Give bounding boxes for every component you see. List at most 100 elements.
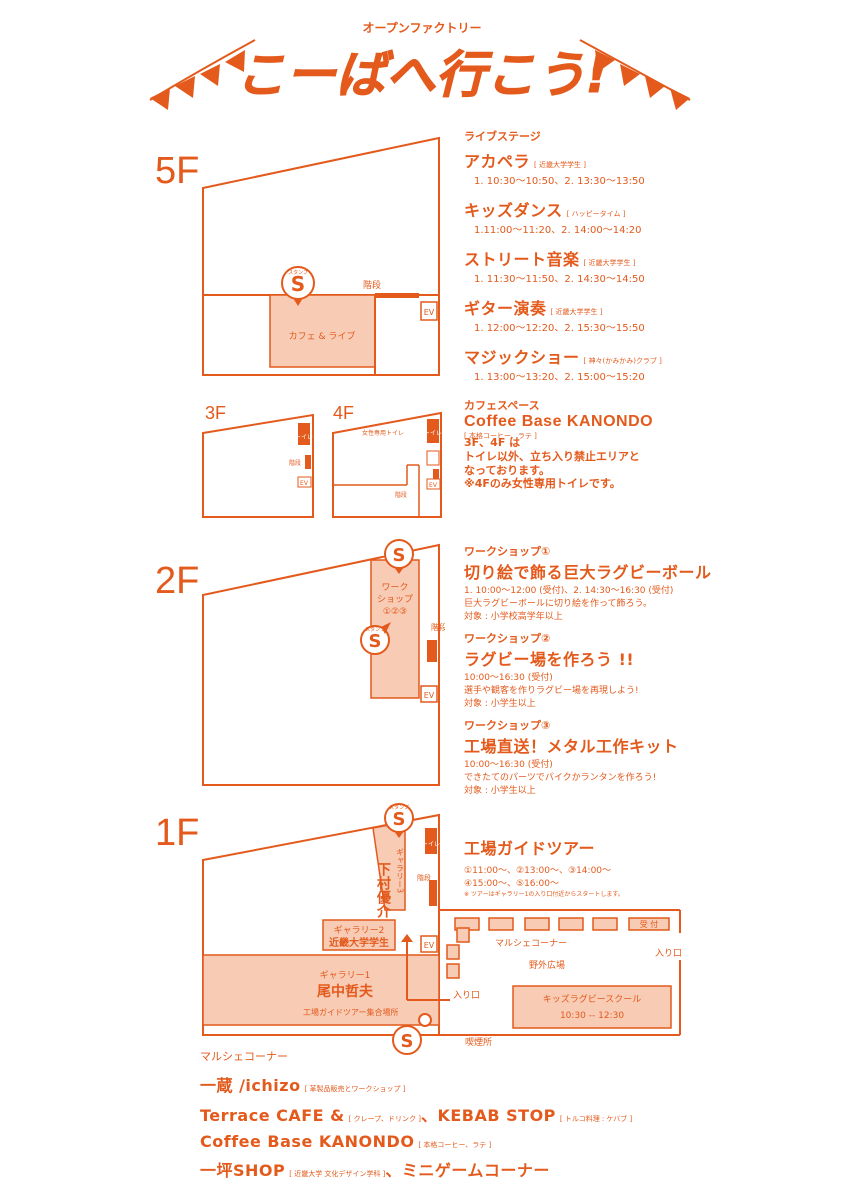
live-item: アカペラ[ 近畿大学学生 ] 1. 10:30〜10:50、2. 13:30〜1… (464, 152, 645, 187)
ev-1f (420, 935, 438, 953)
cafe-live-room (269, 294, 376, 368)
live-category: ライブステージ (464, 130, 541, 143)
workshop-item: ワークショップ① 切り絵で飾る巨大ラグビーボール 1. 10:00〜12:00 … (464, 545, 712, 622)
marche-line: Coffee Base KANONDO[ 本格コーヒー、ラテ ] (200, 1132, 492, 1151)
header-title: こーばへ行こう! (236, 46, 609, 104)
svg-text:下村優介: 下村優介 (375, 862, 392, 918)
stairs-3f (305, 455, 311, 469)
floor-label-1f: 1F (155, 812, 200, 854)
workshops-section: ワークショップ① 切り絵で飾る巨大ラグビーボール 1. 10:00〜12:00 … (464, 543, 834, 796)
svg-text:階段: 階段 (289, 459, 301, 467)
svg-text:階段: 階段 (417, 873, 431, 882)
svg-text:EV: EV (429, 482, 438, 489)
map-3f: トイレ 階段 EV (202, 413, 314, 518)
toilet-4f-2 (426, 450, 440, 466)
svg-text:S: S (401, 1031, 414, 1052)
svg-text:スタンプ: スタンプ (365, 626, 385, 633)
svg-text:スタンプ: スタンプ (288, 269, 308, 276)
stamp-icon-1f-bottom: S (392, 1013, 432, 1055)
reception-label: 受 付 (640, 919, 659, 929)
svg-text:入り口: 入り口 (453, 990, 480, 1001)
svg-text:ギャラリー3: ギャラリー3 (396, 848, 405, 893)
ev-5f (420, 301, 438, 321)
rugby-area (512, 985, 672, 1029)
toilet-3f (298, 423, 310, 445)
svg-text:①②③: ①②③ (383, 607, 407, 617)
svg-text:入り口: 入り口 (655, 948, 682, 959)
cafe-category: カフェスペース (464, 399, 540, 412)
svg-text:S: S (393, 545, 406, 566)
stamp-icon-2f-bottom: S スタンプ (360, 622, 391, 655)
svg-text:野外広場: 野外広場 (529, 959, 565, 971)
live-section: ライブステージ アカペラ[ 近畿大学学生 ] 1. 10:30〜10:50、2.… (464, 128, 834, 441)
svg-text:スタンプ: スタンプ (389, 804, 409, 811)
live-item: ギター演奏[ 近畿大学学生 ] 1. 12:00〜12:20、2. 15:30〜… (464, 299, 645, 334)
svg-text:ショップ: ショップ (377, 594, 413, 605)
svg-text:階段: 階段 (395, 491, 407, 499)
stairs-2f (427, 640, 437, 662)
women-toilet-label: 女性専用トイレ (362, 429, 404, 437)
stairs-4f (433, 469, 439, 483)
svg-text:ワーク: ワーク (381, 582, 408, 593)
stairs-5f (375, 293, 419, 298)
map-5f: EV 階段 カフェ & ライブ S スタンプ (202, 136, 440, 376)
toilet-4f (427, 419, 439, 443)
floor-label-4f: 4F (333, 403, 355, 423)
marche-line: 一坪SHOP[ 近畿大学 文化デザイン学科 ]、ミニゲームコーナー (200, 1161, 550, 1180)
stamp-icon-2f-top: S (384, 539, 414, 574)
svg-text:EV: EV (424, 691, 435, 700)
map-1f: ギャラリー1 尾中哲夫 ギャラリー2 近畿大学学生 下村優介 ギャラリー3 S … (202, 803, 682, 1055)
stamp-icon: S スタンプ (281, 266, 315, 306)
svg-text:階段: 階段 (431, 622, 445, 632)
svg-text:EV: EV (300, 480, 309, 487)
floor-label-3f: 3F (205, 403, 227, 423)
bunting-flags-right (595, 50, 690, 110)
svg-text:ギャラリー2: ギャラリー2 (334, 925, 385, 936)
svg-text:10:30 -- 12:30: 10:30 -- 12:30 (560, 1011, 624, 1021)
gallery1-room (202, 954, 440, 1026)
svg-text:ギャラリー1: ギャラリー1 (320, 970, 371, 981)
stairs-label-5f: 階段 (363, 279, 381, 291)
svg-text:EV: EV (424, 941, 435, 950)
svg-text:トイレ: トイレ (295, 434, 313, 441)
stairs-1f (429, 880, 437, 906)
gallery2-room (322, 919, 396, 951)
svg-text:S: S (393, 809, 406, 830)
svg-text:マルシェコーナー: マルシェコーナー (495, 938, 567, 949)
marche-stalls (446, 917, 670, 979)
svg-text:トイレ: トイレ (424, 430, 442, 437)
svg-text:EV: EV (424, 308, 435, 317)
ev-3f (297, 476, 312, 488)
cafe-name: Coffee Base KANONDO (464, 413, 654, 430)
header-graphic: オープンファクトリー こーばへ行こう! (149, 20, 691, 110)
marche-line: 一蔵 /ichizo[ 革製品販売とワークショップ ] (200, 1076, 406, 1095)
map-2f: ワーク ショップ ①②③ 階段 EV S S スタンプ (202, 539, 445, 786)
svg-text:キッズラグビースクール: キッズラグビースクール (543, 993, 642, 1005)
live-item: マジックショー[ 神々(かみかみ)クラブ ] 1. 13:00〜13:20、2.… (464, 348, 662, 383)
arrow-up-icon (401, 934, 413, 942)
map-4f: 女性専用トイレ トイレ 階段 EV (332, 411, 442, 518)
marche-line: Terrace CAFE &[ クレープ、ドリンク ]、KEBAB STOP[ … (200, 1106, 633, 1125)
bunting-flags-left (150, 50, 245, 110)
live-item: キッズダンス[ ハッピータイム ] 1.11:00〜11:20、2. 14:00… (464, 201, 642, 236)
cafe-live-label: カフェ & ライブ (289, 330, 356, 342)
svg-text:工場ガイドツアー集合場所: 工場ガイドツアー集合場所 (303, 1007, 399, 1017)
svg-text:近畿大学学生: 近畿大学学生 (329, 936, 389, 949)
ev-4f (426, 478, 441, 490)
header-subtitle: オープンファクトリー (363, 20, 482, 35)
floor-label-5f: 5F (155, 150, 200, 192)
marche-section: マルシェコーナー 一蔵 /ichizo[ 革製品販売とワークショップ ] Ter… (200, 1048, 800, 1181)
svg-text:喫煙所: 喫煙所 (465, 1036, 492, 1048)
svg-text:尾中哲夫: 尾中哲夫 (317, 983, 374, 1000)
workshop-item: ワークショップ② ラグビー場を作ろう !! 10:00〜16:30 (受付) 選… (464, 632, 639, 709)
svg-text:S: S (369, 631, 382, 652)
tour-section: 工場ガイドツアー ①11:00〜、②13:00〜、③14:00〜 ④15:00〜… (464, 839, 624, 898)
ev-2f (420, 685, 438, 703)
svg-text:トイレ: トイレ (422, 841, 440, 848)
marche-category: マルシェコーナー (200, 1050, 288, 1063)
svg-text:S: S (291, 272, 305, 296)
floor34-note: 3F、4F は トイレ以外、立ち入り禁止エリアと なっております。 ※4Fのみ女… (464, 436, 640, 491)
cafe-tag: [ 本格コーヒー、ラテ ] (464, 432, 537, 440)
stamp-icon-1f-top: S スタンプ (384, 803, 414, 838)
floor-label-2f: 2F (155, 560, 200, 602)
